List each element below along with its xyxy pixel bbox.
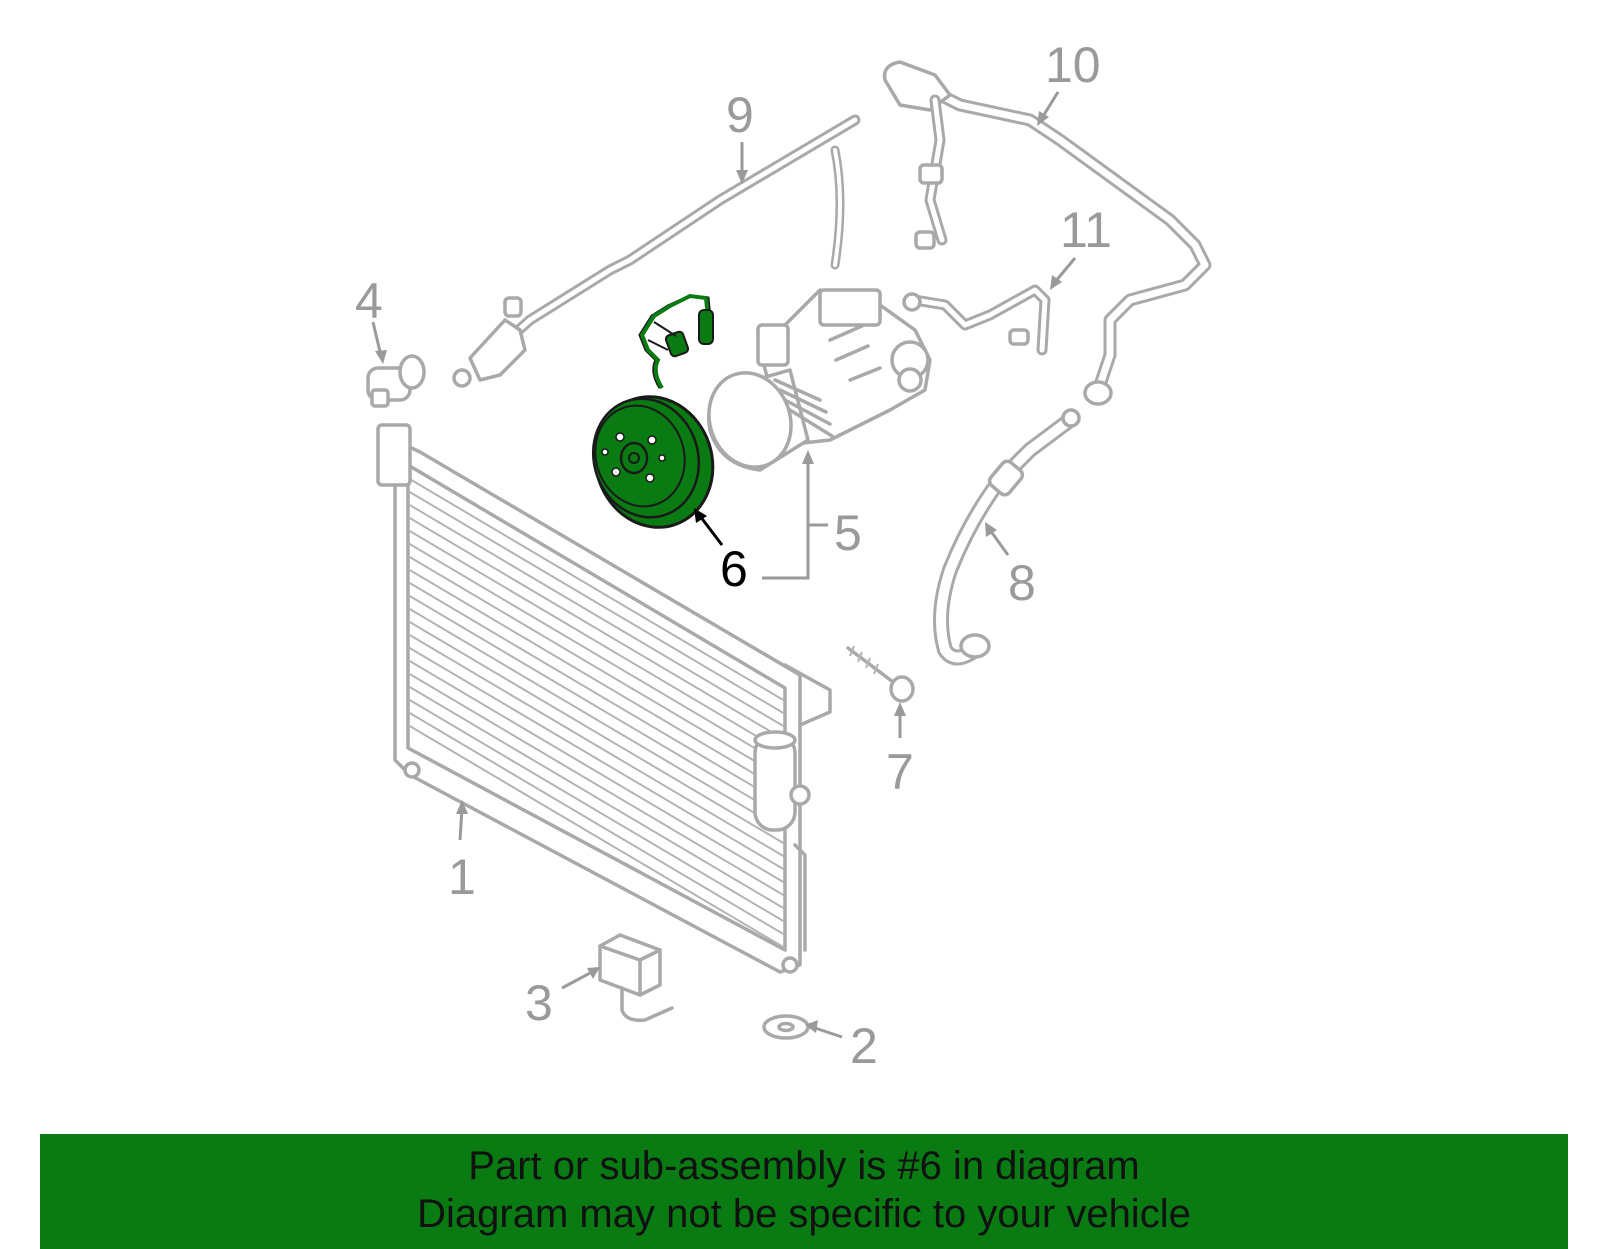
banner-line-1: Part or sub-assembly is #6 in diagram [468,1144,1140,1188]
callout-10[interactable]: 10 [1045,37,1101,93]
callout-4[interactable]: 4 [355,273,383,329]
callout-1[interactable]: 1 [448,849,476,905]
callout-9[interactable]: 9 [726,87,754,143]
callout-11[interactable]: 11 [1060,202,1112,258]
pressure-switch-part-4[interactable] [366,354,426,408]
callout-2[interactable]: 2 [850,1018,878,1074]
hose-part-9[interactable] [452,114,861,388]
callout-7[interactable]: 7 [886,744,914,800]
compressor-part-5[interactable] [696,288,932,479]
condenser-part-1[interactable] [376,423,832,974]
bolt-part-7[interactable] [846,645,915,703]
washer-part-2[interactable] [762,1014,810,1040]
leader-lines [371,91,1077,1039]
callout-5[interactable]: 5 [834,505,862,561]
hose-part-8[interactable] [933,408,1081,666]
callout-3[interactable]: 3 [525,975,553,1031]
clutch-part-6[interactable] [578,293,730,543]
pipe-part-10[interactable] [882,60,1212,406]
pipe-part-11[interactable] [902,284,1051,356]
sensor-part-3[interactable] [598,933,674,1023]
callout-6[interactable]: 6 [720,541,748,597]
parts-diagram: 1 2 3 4 5 6 7 8 9 10 11 [355,37,1212,1074]
diagram-svg [366,60,1212,1040]
banner-line-2: Diagram may not be specific to your vehi… [417,1192,1191,1236]
info-banner: Part or sub-assembly is #6 in diagram Di… [40,1134,1568,1249]
callout-8[interactable]: 8 [1008,555,1036,611]
